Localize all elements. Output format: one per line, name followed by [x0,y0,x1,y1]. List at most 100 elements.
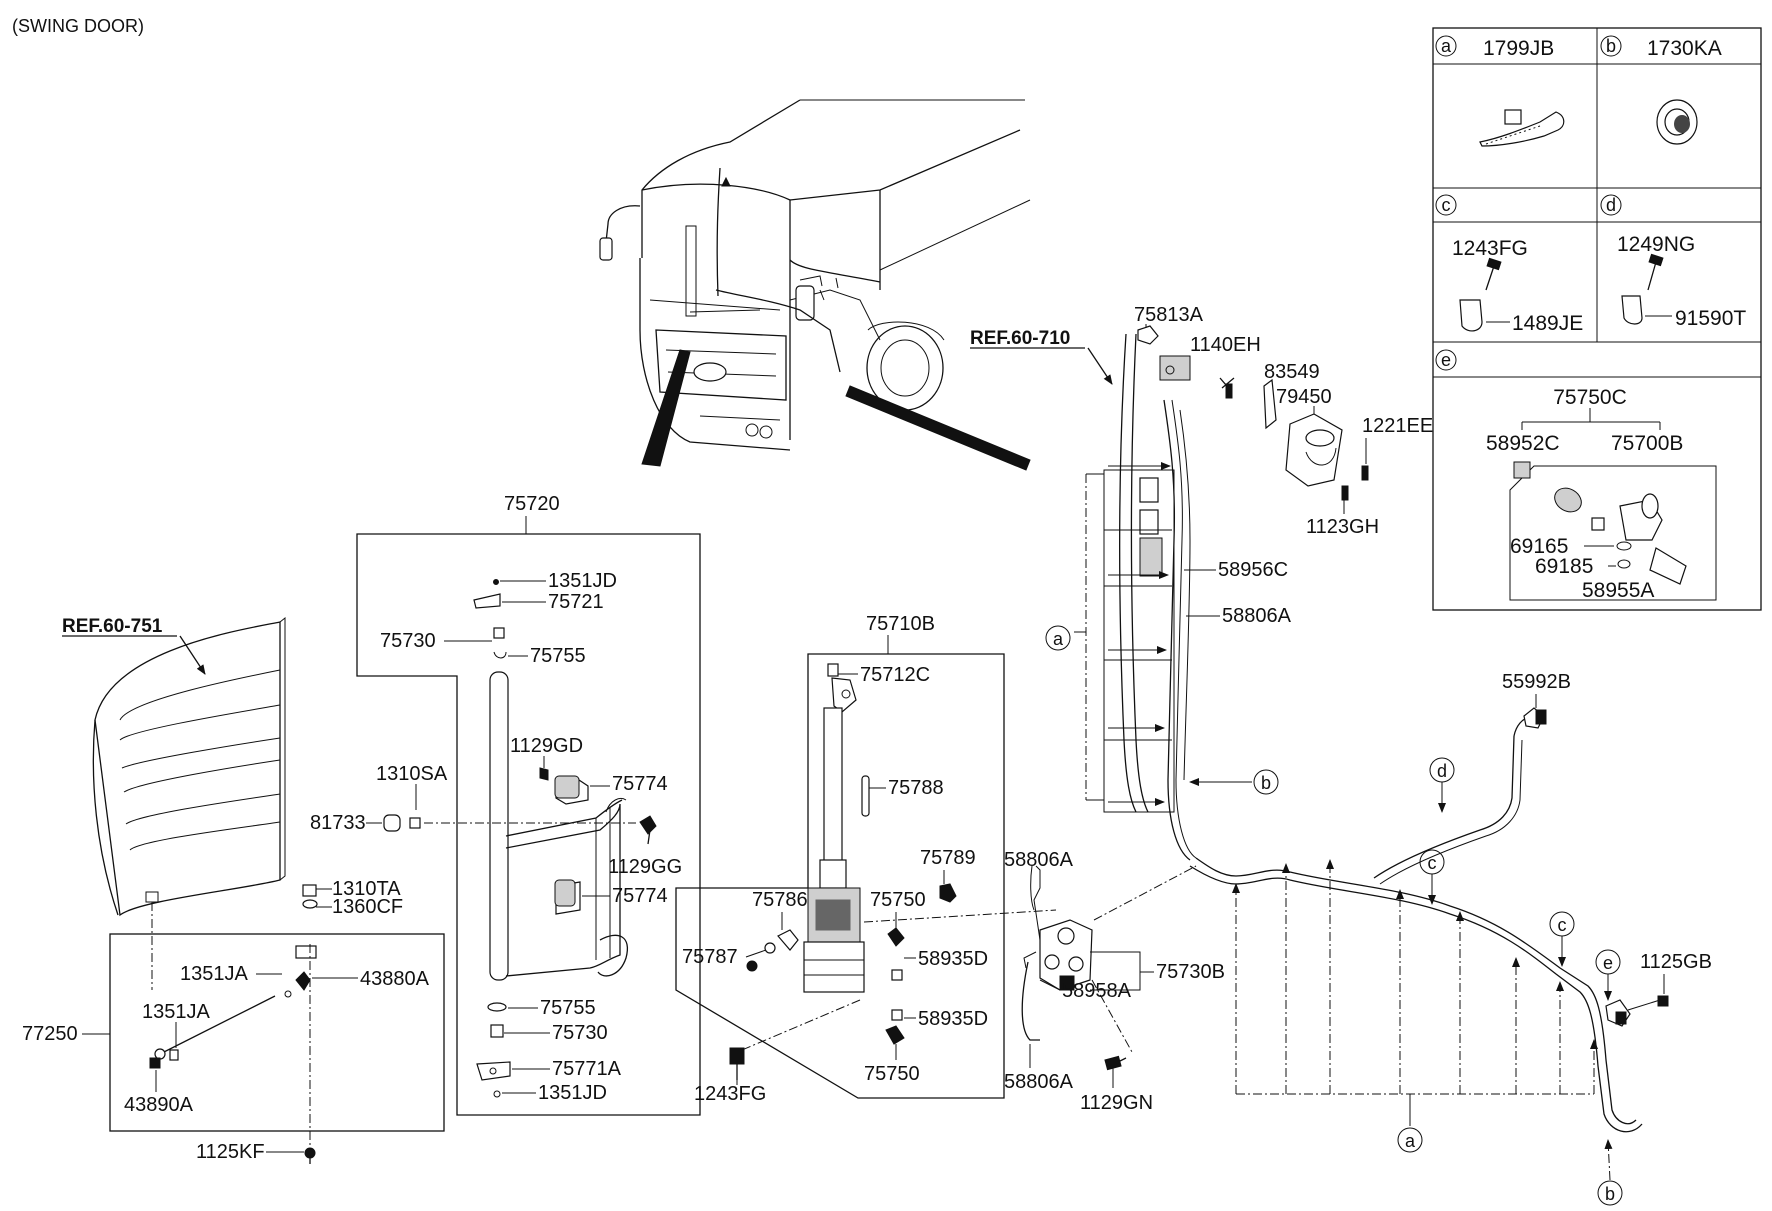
legend-part-1489JE: 1489JE [1512,312,1583,335]
part-label: 1351JA [180,963,248,985]
part-label: 81733 [310,812,366,834]
floor-arrows [1232,859,1598,1126]
callout-letter: d [1437,761,1447,781]
part-label: 1360CF [332,896,403,918]
part-label: 1129GG [608,856,682,878]
part-label: 1140EH [1190,334,1261,356]
part-label: 1129GD [510,735,583,757]
legend-callout-e [1435,349,1457,371]
part-label: 75720 [504,493,560,515]
callout-letter: a [1053,629,1064,649]
bushing-81733 [383,814,401,832]
part-label: 1351JD [538,1082,607,1104]
callout-letter: b [1261,773,1271,793]
part-label: 1310SA [376,763,448,785]
part-label: 1221EE [1362,415,1433,437]
callout-letter: b [1605,1184,1615,1204]
screw-and-clip-icon [1621,253,1672,325]
legend-table: a 1799JB b 1730KA c 1243FG 1489JE d [1432,27,1762,611]
handle-assembly-box [356,533,701,1116]
part-label: 1123GH [1306,516,1379,538]
part-label: 58806A [1222,605,1292,627]
part-label: 58806A [1004,1071,1074,1093]
legend-letter: b [1606,36,1616,56]
bus-illustration [599,99,1031,471]
part-label: 75813A [1134,304,1204,326]
part-label: 58956C [1218,559,1288,581]
part-label: 43880A [360,968,430,990]
part-label: 58935D [918,1008,988,1030]
part-label: 75712C [860,664,930,686]
part-label: 75755 [540,997,596,1019]
legend-letter: e [1441,350,1451,370]
part-label: 1351JD [548,570,617,592]
legend-part-58955A: 58955A [1582,579,1654,602]
part-label: 1310TA [332,878,401,900]
door-actuator [729,663,957,1080]
legend-part-69185: 69185 [1535,555,1593,578]
part-label: 79450 [1276,386,1332,408]
grommet-icon [1656,99,1698,145]
part-label: 83549 [1264,361,1320,383]
legend-part-75750C: 75750C [1553,386,1627,409]
grab-handle [489,671,628,981]
part-label: 75786 [752,889,808,911]
legend-part-1730KA: 1730KA [1647,37,1722,60]
bolt-1129GN [1104,1055,1127,1071]
part-label: 1125KF [196,1141,265,1163]
legend-callout-b [1600,35,1622,57]
legend-part-1799JB: 1799JB [1483,37,1554,60]
part-label: 1125GB [1640,951,1712,973]
legend-part-1243FG: 1243FG [1452,237,1528,260]
callout-letter: e [1603,953,1613,973]
part-label: 1129GN [1080,1092,1153,1114]
part-label: 58935D [918,948,988,970]
callout-letter: c [1428,853,1437,873]
part-label: 75750 [870,889,926,911]
legend-letter: d [1606,195,1616,215]
part-label: 75787 [682,946,738,968]
rod-assembly [149,884,318,1164]
part-label: 43890A [124,1094,194,1116]
ref-panel: REF.60-751 [62,616,163,637]
door-frame [1103,333,1175,813]
ref-door: REF.60-710 [970,328,1070,349]
rod-assembly-box [109,933,445,1132]
actuator-assembly-box [675,653,1005,1099]
legend-part-91590T: 91590T [1675,307,1746,330]
connector-55992B [1523,707,1547,729]
valve-connector-icon [1513,461,1687,585]
legend-part-75700B: 75700B [1611,432,1683,455]
part-label: 1243FG [694,1083,766,1105]
part-label: 77250 [22,1023,78,1045]
legend-callout-d [1600,194,1622,216]
part-label: 75750 [864,1063,920,1085]
part-label: 75730 [380,630,436,652]
part-label: 75789 [920,847,976,869]
legend-letter: c [1442,195,1451,215]
legend-part-69165: 69165 [1510,535,1568,558]
legend-letter: a [1441,36,1452,56]
door-panel [92,616,286,917]
callout-letter: c [1558,915,1567,935]
part-label: 75788 [888,777,944,799]
callout-a-door [1045,625,1071,651]
callout-a-floor [1397,1127,1423,1153]
part-label: 55992B [1502,671,1571,693]
part-label: 75730B [1156,961,1225,983]
mounting-parts [1137,325,1369,501]
part-label: 75730 [552,1022,608,1044]
part-label: 1351JA [142,1001,210,1023]
callout-b-door [1253,769,1279,795]
cable-tie-icon [1479,109,1565,147]
callout-b-floor [1597,1180,1623,1206]
air-valve-75730B [1021,865,1093,1041]
legend-callout-a [1435,35,1457,57]
part-label: 75774 [612,773,668,795]
legend-part-1249NG: 1249NG [1617,233,1695,256]
legend-part-58952C: 58952C [1486,432,1560,455]
bolt-and-clip-icon [1459,257,1510,332]
part-label: 75771A [552,1058,622,1080]
part-label: 58958A [1062,980,1132,1002]
